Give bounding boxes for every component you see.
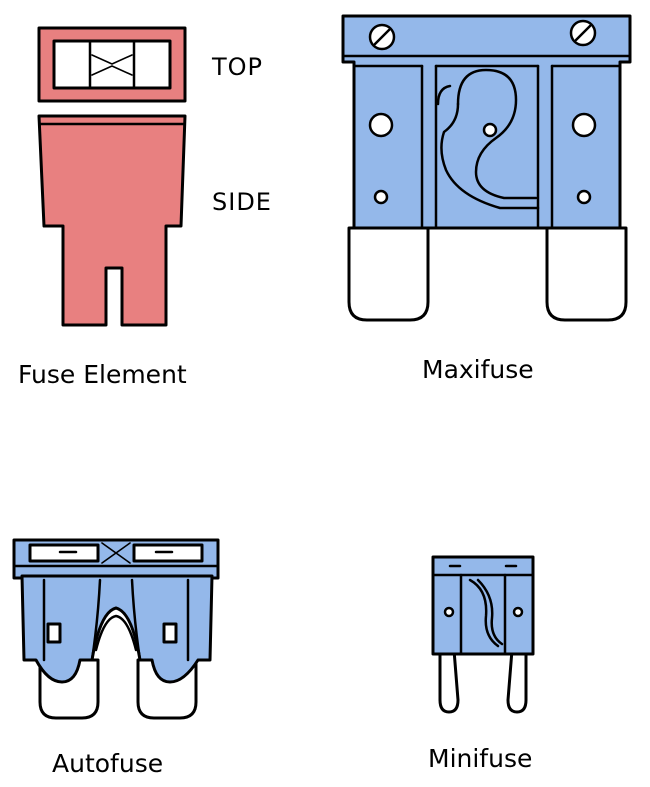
maxifuse-right-screw-icon [569,19,597,47]
minifuse-housing [431,555,535,656]
fuse-element-top-view [37,26,187,103]
minifuse [431,555,535,714]
fuse-element-side-view [37,114,187,327]
autofuse [12,538,220,720]
minifuse-caption: Minifuse [428,744,533,773]
autofuse-caption: Autofuse [52,749,164,778]
maxifuse-left-blade [347,226,430,322]
side-view-label: SIDE [212,188,272,216]
maxifuse-fuse-link [456,68,538,200]
maxifuse [341,14,632,322]
maxifuse-housing [341,14,632,230]
maxifuse-caption: Maxifuse [422,355,534,384]
top-view-label: TOP [212,53,264,81]
autofuse-body [20,574,214,684]
maxifuse-left-screw-icon [368,23,396,51]
minifuse-left-blade [438,648,460,714]
maxifuse-right-blade [545,226,628,322]
minifuse-right-blade [506,648,528,714]
fuse-element-caption: Fuse Element [18,360,187,389]
